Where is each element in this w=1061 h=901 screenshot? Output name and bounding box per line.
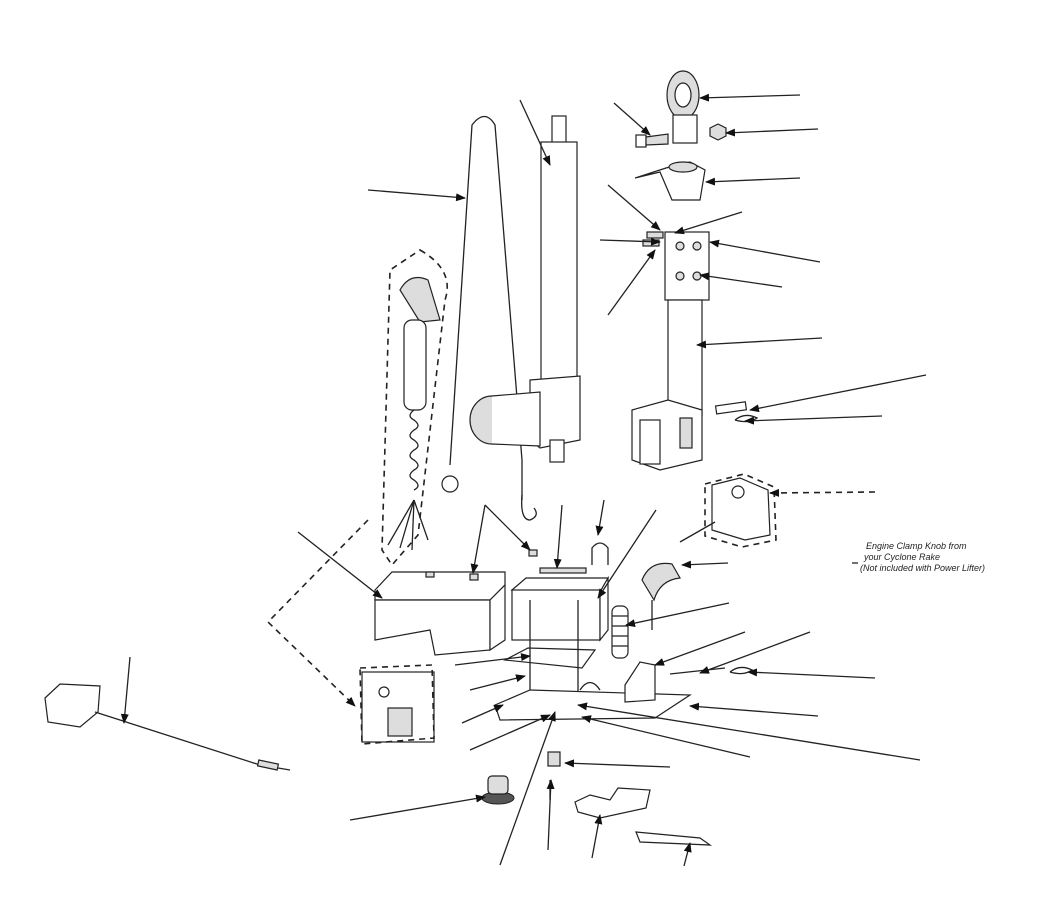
leader-arrow [613, 102, 651, 136]
leader-arrow [349, 794, 486, 821]
hand-control-part [387, 277, 441, 551]
control-board-group-outline [359, 664, 435, 745]
leader-arrow [470, 504, 486, 574]
note-line-2: your Cyclone Rake [864, 552, 941, 562]
spring-part [611, 605, 629, 659]
leader-arrow [297, 531, 383, 599]
leader-arrow [625, 602, 730, 628]
leader-arrow [591, 814, 603, 859]
leader-arrow [725, 128, 819, 137]
leader-arrow [599, 237, 661, 246]
leader-arrow [696, 337, 823, 349]
hand-control-group-outline [381, 249, 449, 567]
engine-clamp-knob-note: Engine Clamp Knob from your Cyclone Rake… [860, 541, 985, 574]
knob-part [481, 775, 515, 805]
leader-arrow [595, 499, 605, 536]
leader-arrow [709, 239, 821, 263]
pulley-bracket-part [634, 161, 706, 201]
leader-arrow [461, 704, 504, 724]
dashed-leader-hook [769, 488, 876, 497]
leader-arrow [597, 509, 657, 599]
pulley-part [666, 70, 700, 144]
leader-arrow [454, 653, 531, 666]
leader-arrow [674, 211, 743, 235]
leader-arrow [699, 631, 811, 674]
leader-arrow [747, 668, 876, 679]
leader-arrow [546, 779, 555, 851]
leader-arrow [469, 674, 526, 691]
leader-arrow [607, 184, 661, 231]
leader-arrow [484, 504, 531, 551]
leader-arrow [689, 702, 819, 717]
mount-bracket-part [574, 787, 651, 819]
wrench-part [635, 831, 713, 846]
dashed-leader-hand-control [266, 519, 369, 707]
leader-arrow [553, 504, 563, 569]
leader-arrow [681, 560, 729, 569]
small-brackets-part [642, 231, 664, 247]
control-board-part [361, 671, 435, 743]
hook-bracket-group-outline [704, 473, 777, 548]
clip-part [547, 751, 561, 767]
note-line-1: Engine Clamp Knob from [866, 541, 967, 551]
base-plate-part [494, 600, 692, 721]
battery-cover-part [374, 571, 506, 656]
leader-arrow [654, 631, 746, 666]
hook-bracket-part [679, 477, 771, 543]
leader-arrow [469, 714, 551, 751]
leader-arrow [699, 272, 783, 288]
pin-part [714, 401, 759, 423]
leader-arrow [499, 711, 556, 866]
leader-arrow [683, 842, 692, 867]
nut-part [709, 123, 727, 141]
leader-arrow [744, 415, 883, 425]
mast-part [631, 231, 710, 471]
bolt-part [635, 133, 669, 148]
charger-part [44, 683, 291, 771]
leader-arrow [564, 759, 671, 768]
battery-part [510, 549, 610, 642]
leader-arrow [120, 656, 131, 724]
leader-arrow [367, 189, 466, 202]
leader-arrow [607, 249, 656, 316]
u-bolt-part [591, 542, 609, 565]
leader-arrow [749, 374, 927, 413]
actuator-part [469, 115, 581, 463]
leader-arrow [581, 715, 751, 758]
leader-arrow [699, 93, 801, 102]
note-line-3: (Not included with Power Lifter) [860, 563, 986, 573]
leader-arrow [705, 177, 801, 186]
engine-clamp-knob-part [641, 562, 681, 630]
cable-part [441, 115, 537, 521]
leader-arrow [519, 99, 551, 166]
leader-arrow [577, 702, 921, 761]
leader-arrows [120, 93, 927, 867]
